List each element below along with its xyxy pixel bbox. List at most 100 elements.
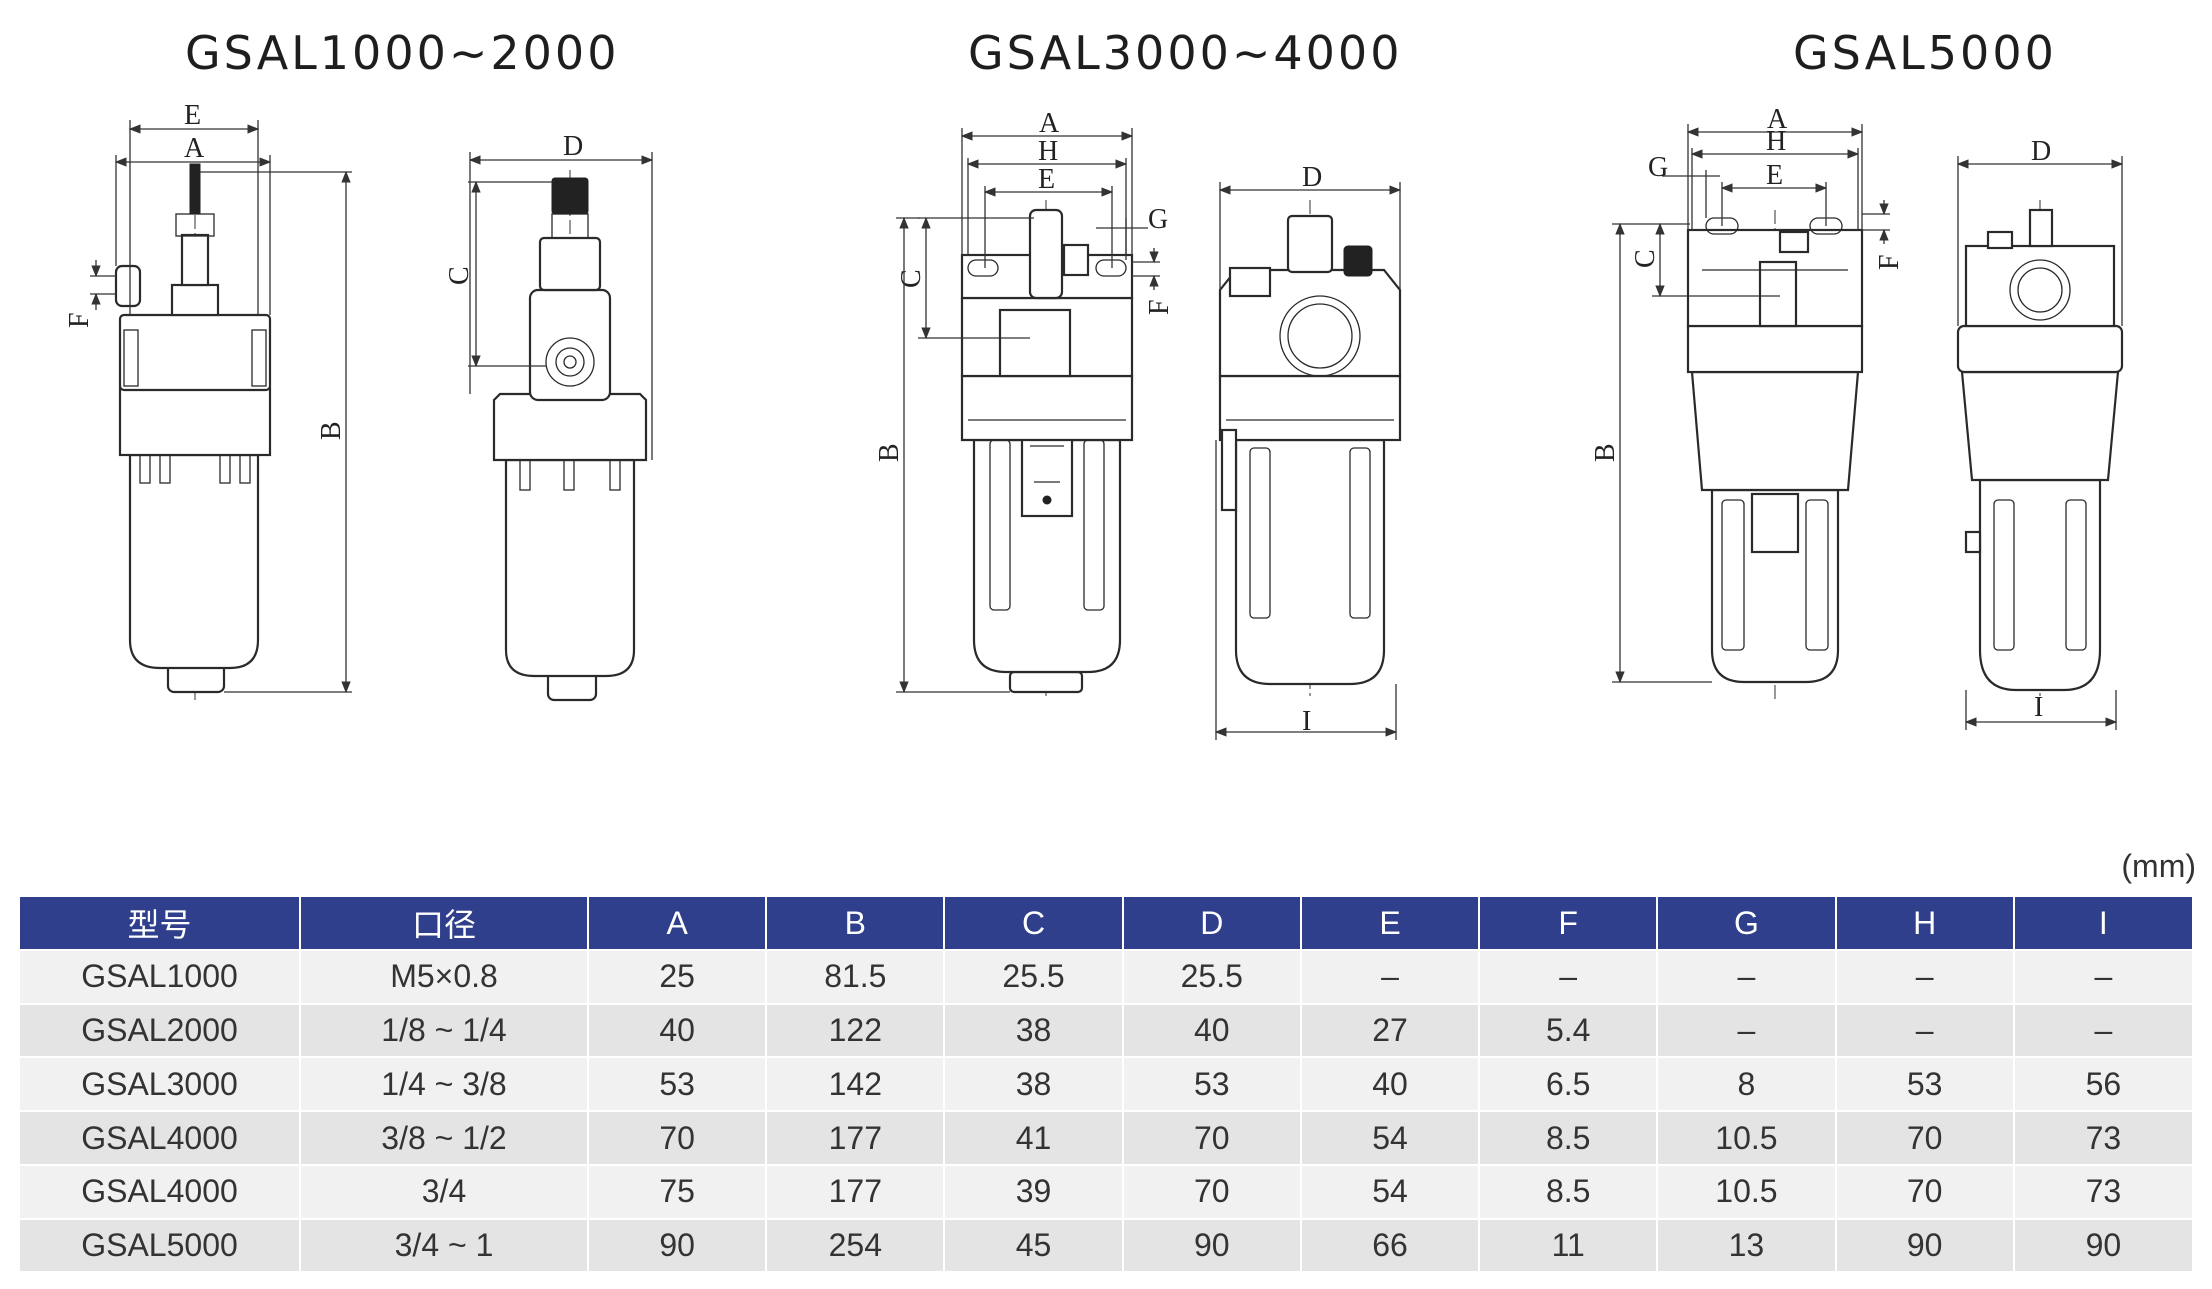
header-i: I: [2013, 897, 2192, 950]
dim-label-d-5000: D: [2031, 136, 2051, 167]
table-cell: GSAL4000: [20, 1163, 301, 1219]
header-a: A: [588, 897, 768, 950]
table-cell: 66: [1300, 1217, 1481, 1271]
table-cell: 11: [1479, 1217, 1659, 1271]
table-cell: M5×0.8: [300, 949, 589, 1004]
table-cell: 90: [1835, 1217, 2015, 1271]
dim-label-c: C: [444, 266, 475, 285]
dim-label-f-5000: F: [1874, 254, 1905, 270]
table-cell: 81.5: [766, 949, 946, 1004]
table-cell: GSAL5000: [20, 1217, 301, 1271]
dim-label-c-3000: C: [896, 269, 927, 288]
header-c: C: [944, 897, 1124, 950]
header-b: B: [766, 897, 946, 950]
table-cell: 142: [766, 1056, 946, 1112]
table-cell: –: [1835, 949, 2015, 1004]
table-cell: –: [1657, 1002, 1837, 1058]
table-cell: 3/4: [300, 1163, 589, 1219]
table-cell: GSAL3000: [20, 1056, 301, 1112]
dim-label-i-3000: I: [1302, 706, 1311, 737]
table-cell: 90: [1122, 1217, 1302, 1271]
dim-label-f-3000: F: [1144, 299, 1175, 315]
table-cell: 70: [1122, 1163, 1302, 1219]
table-cell: 10.5: [1657, 1163, 1837, 1219]
table-cell: 75: [588, 1163, 768, 1219]
table-cell: 40: [1300, 1056, 1481, 1112]
dim-label-e-3000: E: [1038, 164, 1055, 195]
technical-drawings: E A B F D: [64, 100, 2124, 740]
table-cell: GSAL2000: [20, 1002, 301, 1058]
table-cell: 38: [944, 1002, 1124, 1058]
drawing-gsal1000-front: E A B F: [64, 100, 352, 700]
table-cell: –: [2013, 1002, 2192, 1058]
title-gsal1000-2000: GSAL1000~2000: [185, 26, 620, 80]
header-f: F: [1479, 897, 1659, 950]
dim-label-f: F: [64, 312, 95, 328]
header-e: E: [1300, 897, 1481, 950]
dim-label-e-5000: E: [1766, 160, 1783, 191]
table-cell: 177: [766, 1110, 946, 1165]
table-cell: 40: [588, 1002, 768, 1058]
table-cell: 177: [766, 1163, 946, 1219]
table-cell: 70: [1835, 1163, 2015, 1219]
table-cell: 13: [1657, 1217, 1837, 1271]
table-cell: 10.5: [1657, 1110, 1837, 1165]
header-d: D: [1122, 897, 1302, 950]
dim-label-a: A: [184, 133, 205, 164]
dim-label-e: E: [184, 100, 201, 131]
dim-label-b-5000: B: [1590, 443, 1621, 462]
table-cell: 38: [944, 1056, 1124, 1112]
table-cell: 25.5: [1122, 949, 1302, 1004]
table-cell: 1/4 ~ 3/8: [300, 1056, 589, 1112]
drawing-gsal5000-side: D I: [1956, 136, 2124, 730]
table-cell: 254: [766, 1217, 946, 1271]
table-cell: 3/8 ~ 1/2: [300, 1110, 589, 1165]
table-cell: 3/4 ~ 1: [300, 1217, 589, 1271]
table-cell: 6.5: [1479, 1056, 1659, 1112]
drawing-gsal1000-side: D C: [444, 131, 654, 702]
dim-label-a-5000: A: [1767, 104, 1788, 135]
table-cell: 73: [2013, 1110, 2192, 1165]
dim-label-c-5000: C: [1630, 249, 1661, 268]
table-cell: –: [1835, 1002, 2015, 1058]
header-h: H: [1835, 897, 2015, 950]
table-cell: 1/8 ~ 1/4: [300, 1002, 589, 1058]
table-cell: 25.5: [944, 949, 1124, 1004]
table-cell: GSAL1000: [20, 949, 301, 1004]
title-gsal5000: GSAL5000: [1793, 26, 2057, 80]
dim-label-g-3000: G: [1148, 204, 1168, 235]
table-cell: 53: [1835, 1056, 2015, 1112]
table-cell: –: [1657, 949, 1837, 1004]
table-cell: –: [2013, 949, 2192, 1004]
table-cell: 70: [1835, 1110, 2015, 1165]
table-cell: 56: [2013, 1056, 2192, 1112]
table-cell: –: [1300, 949, 1481, 1004]
table-cell: 70: [1122, 1110, 1302, 1165]
dim-label-b-3000: B: [874, 443, 905, 462]
table-header-row: 型号 口径 A B C D E F G H I: [20, 897, 2192, 950]
table-cell: 39: [944, 1163, 1124, 1219]
drawing-gsal3000-side: D I: [1214, 162, 1402, 740]
table-cell: GSAL4000: [20, 1110, 301, 1165]
header-port: 口径: [300, 897, 589, 950]
dim-label-a-3000: A: [1039, 108, 1060, 139]
dim-label-h-5000: H: [1766, 126, 1786, 157]
table-cell: 8.5: [1479, 1163, 1659, 1219]
table-cell: 5.4: [1479, 1002, 1659, 1058]
drawing-gsal5000-front: A H G E F C B: [1590, 104, 1905, 700]
drawing-gsal3000-front: A H E G F C B: [874, 108, 1175, 700]
dim-label-i-5000: I: [2034, 692, 2043, 723]
dim-label-h-3000: H: [1038, 136, 1058, 167]
table-cell: 90: [588, 1217, 768, 1271]
unit-label: (mm): [2121, 848, 2196, 884]
table-cell: 41: [944, 1110, 1124, 1165]
table-cell: 8: [1657, 1056, 1837, 1112]
dim-label-d: D: [563, 131, 583, 162]
table-cell: 54: [1300, 1163, 1481, 1219]
